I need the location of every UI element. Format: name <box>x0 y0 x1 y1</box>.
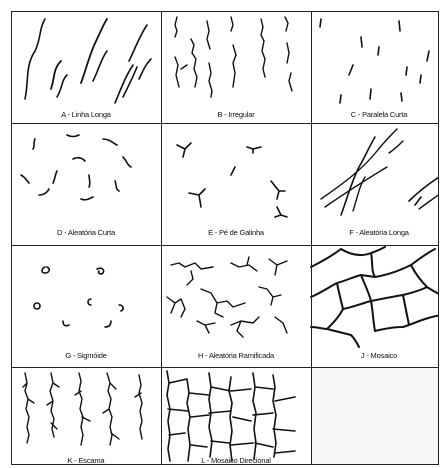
caption-b: B - Irregular <box>218 110 256 119</box>
caption-f: F - Aleatória Longa <box>349 228 410 237</box>
panel-f-long-random <box>321 129 439 215</box>
caption-a: A - Linha Longa <box>61 110 112 119</box>
caption-d: D - Aleatória Curta <box>57 228 116 237</box>
caption-e: E - Pé de Galinha <box>208 228 265 237</box>
caption-g: G - Sigmóide <box>65 351 106 360</box>
caption-k: K - Escama <box>68 456 106 465</box>
panel-k-scale <box>23 373 142 445</box>
caption-c: C - Paralela Curta <box>351 110 408 119</box>
empty-cell <box>312 368 439 465</box>
caption-h: H - Aleatória Ramificada <box>198 351 275 360</box>
panel-e-crows-foot <box>177 143 287 217</box>
panel-b-irregular <box>175 17 292 97</box>
panel-a-long-line <box>25 19 151 103</box>
panel-h-random-branching <box>167 257 287 337</box>
caption-l: L - Mosaico Direcional <box>201 456 271 465</box>
crack-pattern-grid: A - Linha Longa B - Irregular C - Parale… <box>11 11 439 465</box>
panel-d-short-random <box>21 135 131 200</box>
panel-l-directional-mosaic <box>167 371 295 461</box>
panel-c-short-parallel <box>320 19 429 103</box>
panel-j-mosaic <box>311 247 439 347</box>
caption-j: J - Mosaico <box>361 351 397 360</box>
panel-g-sigmoid <box>34 267 123 327</box>
